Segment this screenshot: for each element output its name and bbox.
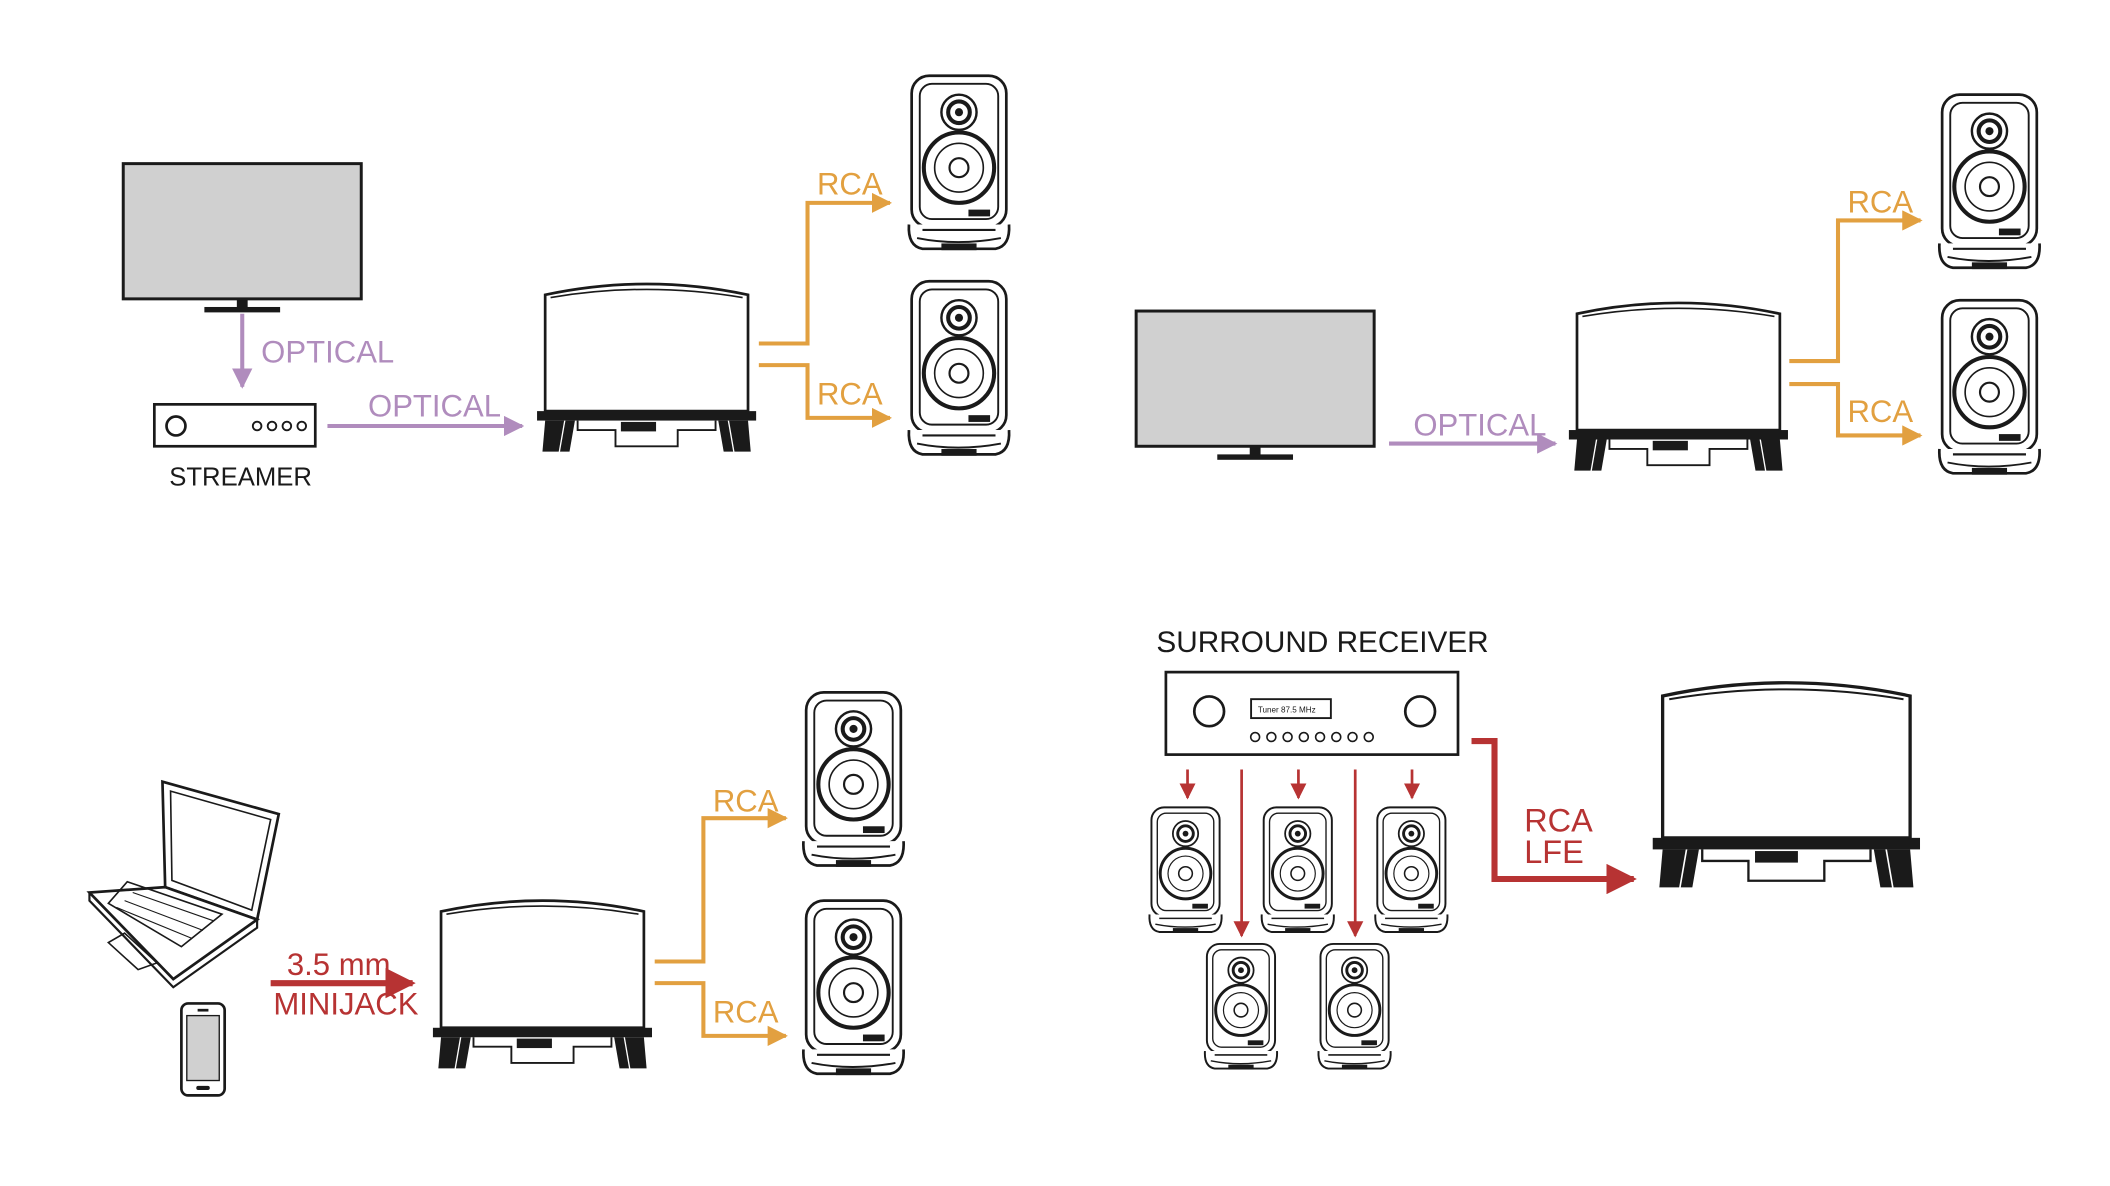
lfe-cable: [1471, 738, 1637, 895]
optical-label-1: OPTICAL: [261, 334, 394, 369]
speaker-icon: [1149, 807, 1221, 933]
optical-label-2: OPTICAL: [368, 389, 501, 424]
phone-icon: [180, 1002, 227, 1097]
rca-cable-lower-1: [758, 363, 893, 429]
speaker-icon: [1205, 944, 1277, 1070]
streamer-label: STREAMER: [169, 463, 312, 491]
subwoofer-icon: [1651, 681, 1922, 889]
rca-lfe-label-1: RCA: [1524, 803, 1593, 839]
rca-label-3b: RCA: [713, 994, 779, 1029]
rca-cable-upper-1: [758, 192, 893, 346]
speaker-icon: [1262, 807, 1334, 933]
rca-label-3a: RCA: [713, 783, 779, 818]
speaker-icon: [909, 281, 1009, 455]
rca-label-2b: RCA: [1847, 394, 1913, 429]
speaker-icon: [1939, 95, 2039, 269]
tuner-display: Tuner 87.5 MHz: [1258, 706, 1316, 715]
subwoofer-icon: [431, 899, 654, 1070]
speaker-icon: [803, 692, 903, 866]
setup-tv-streamer: OPTICAL STREAMER OPTICAL RCA RCA: [121, 76, 1009, 491]
subwoofer-icon: [535, 282, 758, 454]
laptop-icon: [86, 779, 281, 989]
speaker-icon: [1939, 300, 2039, 474]
rca-label-2a: RCA: [1847, 184, 1913, 219]
tv-icon: [1134, 309, 1376, 462]
minijack-size-label: 3.5 mm: [287, 947, 391, 982]
rca-label-1b: RCA: [817, 376, 883, 411]
rca-lfe-label-2: LFE: [1524, 834, 1584, 870]
rca-cable-lower-3: [654, 981, 788, 1047]
speaker-icon: [1318, 944, 1390, 1070]
minijack-label: MINIJACK: [273, 986, 418, 1021]
streamer-icon: [152, 402, 317, 448]
speaker-icon: [1375, 807, 1447, 933]
optical-label-3: OPTICAL: [1413, 407, 1546, 442]
surround-receiver-title: SURROUND RECEIVER: [1156, 626, 1488, 659]
setup-surround-receiver: SURROUND RECEIVER Tuner 87.5 MHz: [1149, 626, 1922, 1070]
rca-cable-upper-2: [1789, 210, 1923, 364]
setup-laptop-phone: 3.5 mm MINIJACK RCA RCA: [86, 692, 903, 1097]
rca-cable-upper-3: [654, 808, 788, 964]
rca-cable-lower-2: [1789, 382, 1923, 446]
speaker-icon: [909, 76, 1009, 250]
rca-label-1a: RCA: [817, 167, 883, 202]
receiver-icon: Tuner 87.5 MHz: [1164, 670, 1460, 756]
speaker-icon: [803, 901, 903, 1075]
setup-tv-direct: OPTICAL RCA RCA: [1134, 95, 2039, 475]
tv-icon: [121, 162, 363, 314]
subwoofer-icon: [1567, 301, 1790, 472]
